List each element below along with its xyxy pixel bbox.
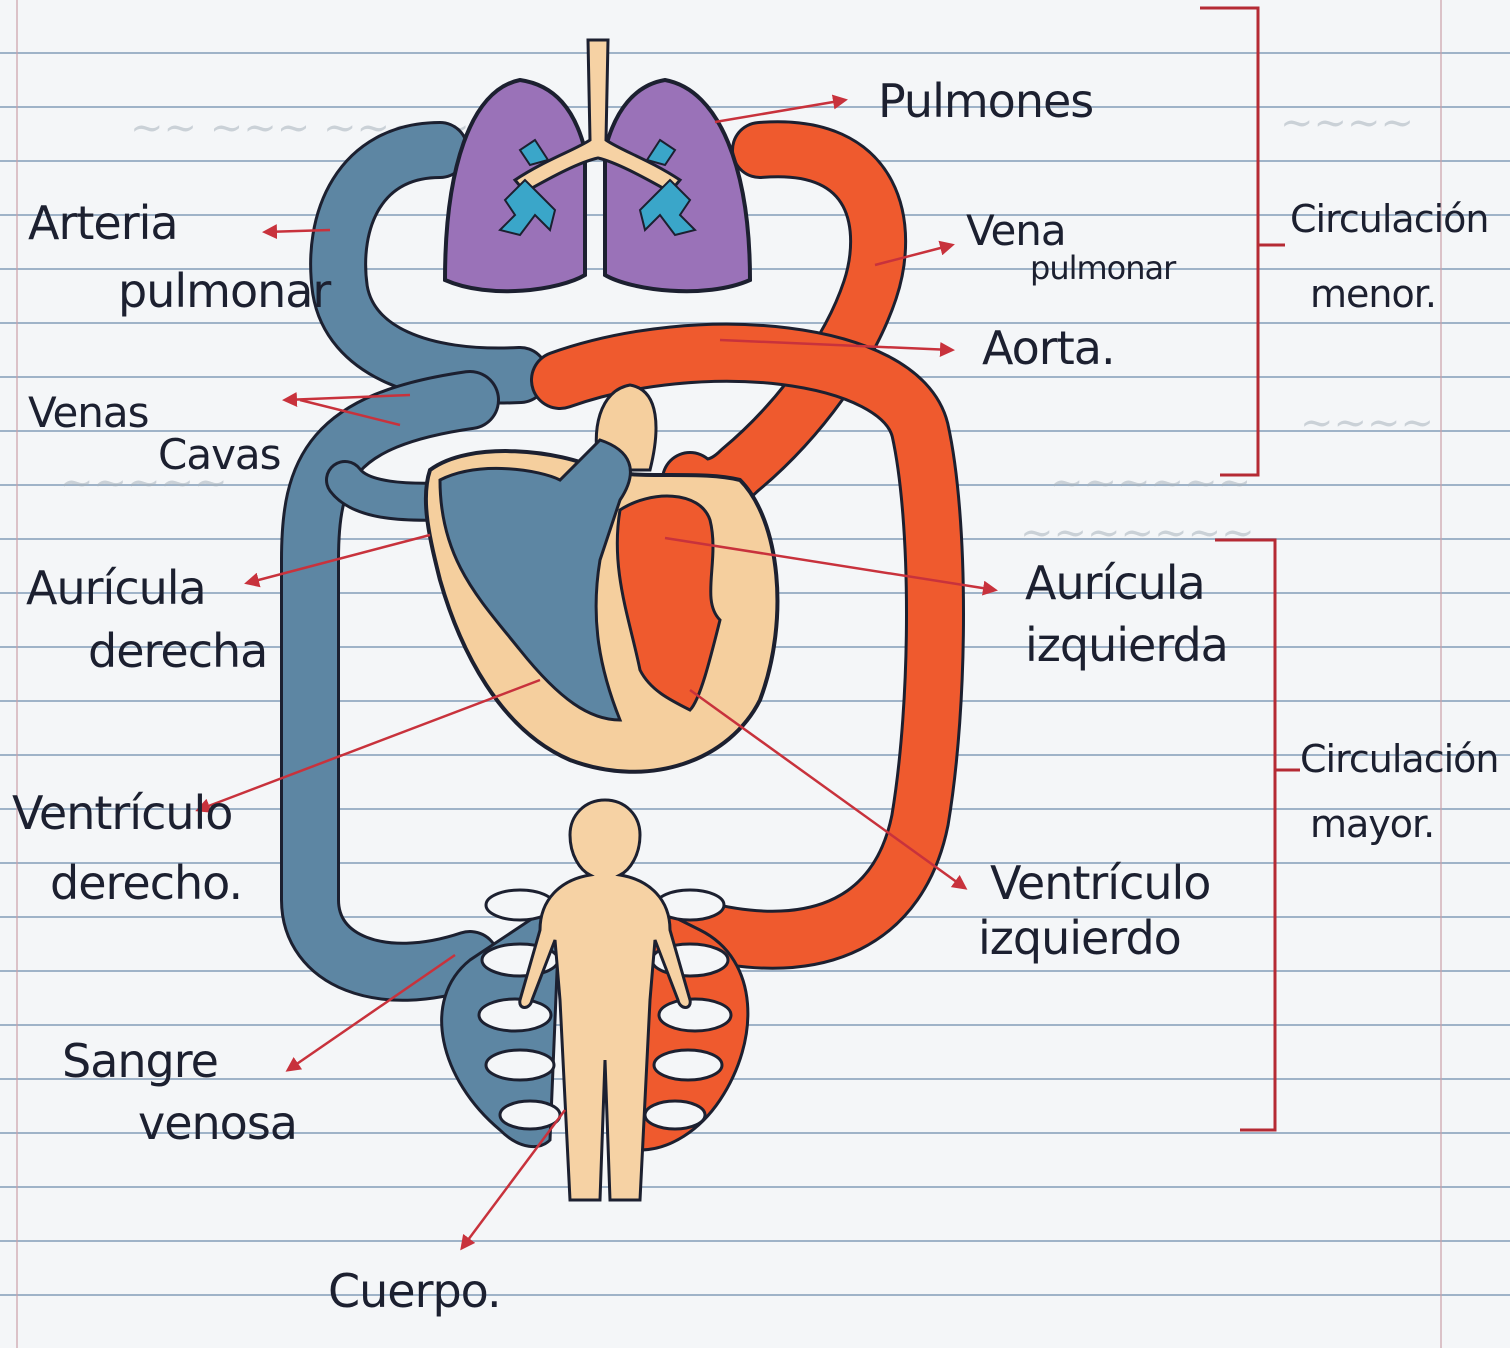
label-arteria-pulmonar-line2: pulmonar <box>118 268 330 314</box>
label-vena-pulmonar-line1: Vena <box>966 210 1066 252</box>
label-venas-cavas-line2: Cavas <box>158 434 281 476</box>
label-ventriculo-izquierdo-line1: Ventrículo <box>990 860 1210 906</box>
label-pulmones: Pulmones <box>878 78 1093 124</box>
label-auricula-izquierda-line2: izquierda <box>1025 622 1228 668</box>
label-arteria-pulmonar-line1: Arteria <box>28 200 178 246</box>
label-auricula-derecha-line2: derecha <box>88 628 267 674</box>
label-ventriculo-derecho-line2: derecho. <box>50 860 242 906</box>
bracket-label-mayor-line1: Circulación <box>1300 740 1498 778</box>
brackets <box>1200 8 1300 1130</box>
bracket-circulacion-menor <box>1200 8 1258 475</box>
label-auricula-izquierda-line1: Aurícula <box>1025 560 1205 606</box>
label-sangre-venosa-line1: Sangre <box>62 1038 218 1084</box>
label-cuerpo: Cuerpo. <box>328 1268 501 1314</box>
label-ventriculo-derecho-line1: Ventrículo <box>12 790 232 836</box>
lungs <box>445 40 750 291</box>
bracket-label-mayor-line2: mayor. <box>1310 805 1434 843</box>
label-aorta: Aorta. <box>982 325 1115 371</box>
label-auricula-derecha-line1: Aurícula <box>26 565 206 611</box>
bracket-label-menor-line1: Circulación <box>1290 200 1488 238</box>
pointer-ventriculo-derecho <box>198 680 540 810</box>
pointer-pulmones <box>715 100 845 122</box>
label-vena-pulmonar-line2: pulmonar <box>1030 252 1175 284</box>
label-sangre-venosa-line2: venosa <box>138 1100 297 1146</box>
label-ventriculo-izquierdo-line2: izquierdo <box>978 915 1181 961</box>
bracket-label-menor-line2: menor. <box>1310 275 1436 313</box>
label-venas-cavas-line1: Venas <box>28 392 149 434</box>
